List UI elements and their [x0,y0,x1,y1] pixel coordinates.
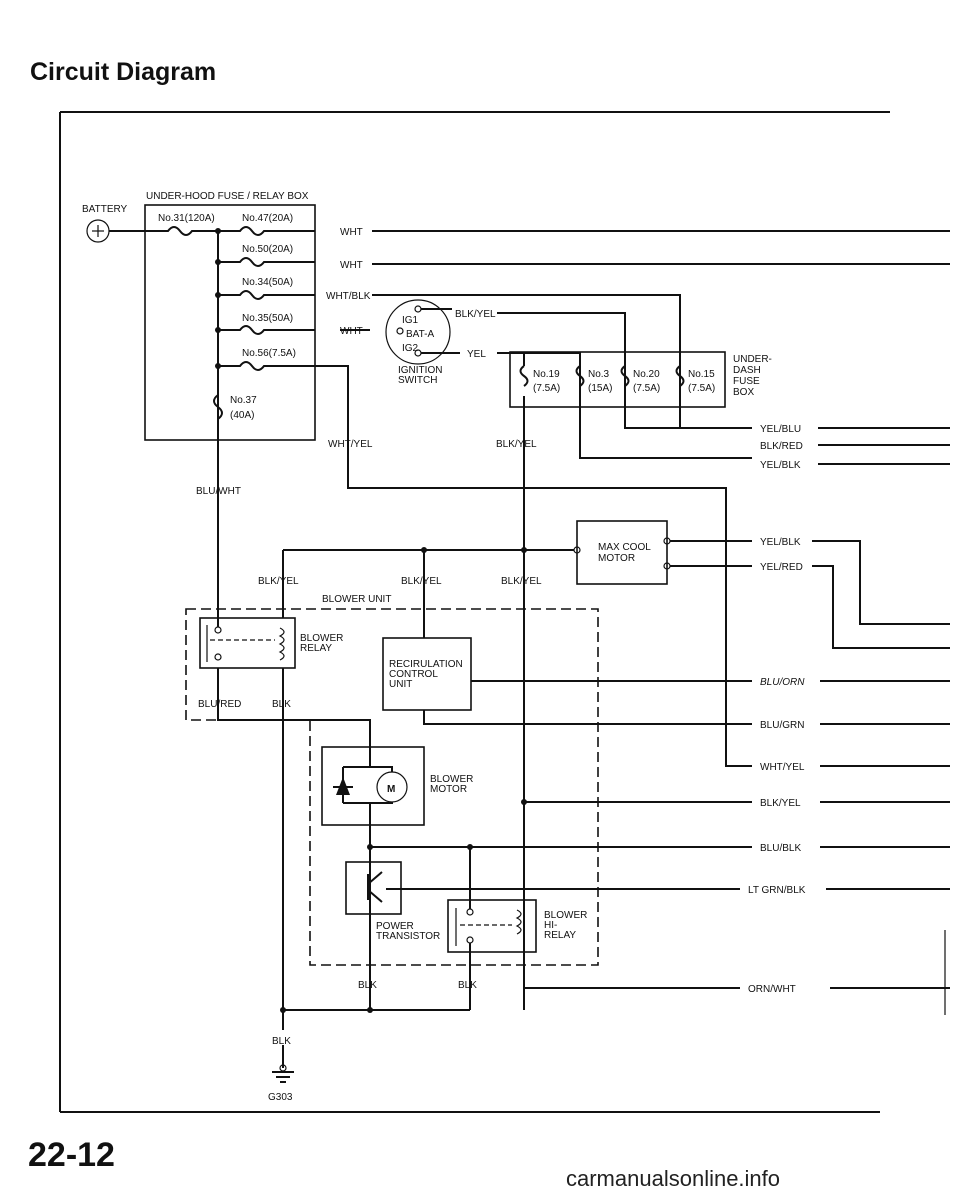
fuse-20-rating: (7.5A) [633,383,660,394]
fuse-15-label: No.15 [688,369,715,380]
wire-blu-wht: BLU/WHT [196,486,241,497]
wire-blk-4: BLK [272,1036,291,1047]
bat-a-label: BAT-A [406,329,434,340]
wire-blu-grn: BLU/GRN [760,720,804,731]
power-transistor-label-2: TRANSISTOR [376,931,440,942]
fuse-3-rating: (15A) [588,383,612,394]
max-cool-label-2: MOTOR [598,553,635,564]
ig1-label: IG1 [402,315,419,326]
blower-relay [199,470,371,1030]
hi-relay-label-1: BLOWER [544,910,587,921]
right-output-wires [812,427,950,1015]
wire-wht-yel-2: WHT/YEL [760,762,805,773]
under-dash-label-3: FUSE [733,376,760,387]
under-dash-fuses [519,352,685,1010]
blower-unit-label: BLOWER UNIT [322,594,391,605]
ignition-switch-label-1: IGNITION [398,365,442,376]
under-dash-fuse-box [509,351,726,408]
wire-lt-grn-blk: LT GRN/BLK [748,885,806,896]
wire-orn-wht: ORN/WHT [748,984,796,995]
blower-unit-box [185,608,599,966]
hi-relay-label-3: RELAY [544,930,576,941]
fuse-50-label: No.50(20A) [242,244,293,255]
main-feed-wires [340,230,950,767]
wire-wht-2: WHT [340,260,363,271]
ground-g303-label: G303 [268,1092,293,1103]
ig2-label: IG2 [402,343,419,354]
recirculation-control-unit [382,550,752,725]
power-transistor-label-1: POWER [376,921,414,932]
fuse-15-rating: (7.5A) [688,383,715,394]
under-hood-fuse-wiring [145,226,349,470]
wire-yel-red: YEL/RED [760,562,803,573]
wire-blu-orn: BLU/ORN [760,677,805,688]
battery-label: BATTERY [82,204,128,215]
wire-blk-red: BLK/RED [760,441,803,452]
under-dash-label-1: UNDER- [733,354,772,365]
blower-relay-label-1: BLOWER [300,633,343,644]
wire-wht-yel-1: WHT/YEL [328,439,373,450]
diagram-labels: BATTERY UNDER-HOOD FUSE / RELAY BOX No.3… [82,191,806,1103]
wire-wht-1: WHT [340,227,363,238]
fuse-47-label: No.47(20A) [242,213,293,224]
hi-relay-label-2: HI- [544,920,557,931]
under-hood-box-label: UNDER-HOOD FUSE / RELAY BOX [146,191,309,202]
fuse-19-rating: (7.5A) [533,383,560,394]
fuse-37-rating: (40A) [230,410,254,421]
wire-blk-3: BLK [458,980,477,991]
recirc-label-2: CONTROL [389,669,438,680]
wire-blu-red: BLU/RED [198,699,241,710]
max-cool-label-1: MAX COOL [598,542,651,553]
page-number: 22-12 [28,1136,115,1174]
wire-wht-3: WHT [340,326,363,337]
blower-hi-relay [447,847,740,989]
ignition-switch-label-2: SWITCH [398,375,437,386]
recirc-label-1: RECIRULATION [389,659,463,670]
wire-yel-blk-2: YEL/BLK [760,537,801,548]
recirc-label-3: UNIT [389,679,412,690]
wire-blk-yel-a: BLK/YEL [258,576,299,587]
wire-blk-yel-right: BLK/YEL [760,798,801,809]
fuse-20-label: No.20 [633,369,660,380]
max-cool-motor [283,520,752,585]
blower-relay-label-2: RELAY [300,643,332,654]
watermark-text: carmanualsonline.info [566,1166,781,1191]
fuse-34-label: No.34(50A) [242,277,293,288]
wire-blk-yel-top: BLK/YEL [455,309,496,320]
wire-blk-yel-mid: BLK/YEL [496,439,537,450]
fuse-35-label: No.35(50A) [242,313,293,324]
wire-blk-yel-c: BLK/YEL [501,576,542,587]
blower-motor-label-1: BLOWER [430,774,473,785]
under-dash-label-4: BOX [733,387,754,398]
battery-symbol [86,219,145,243]
power-transistor [345,844,752,915]
fuse-31-label: No.31(120A) [158,213,215,224]
fuse-3-label: No.3 [588,369,610,380]
wire-yel: YEL [467,349,486,360]
wire-yel-blu: YEL/BLU [760,424,801,435]
fuse-37-label: No.37 [230,395,257,406]
page-frame [59,111,890,1113]
blower-motor [321,746,752,1010]
fuse-19-label: No.19 [533,369,560,380]
wire-wht-blk: WHT/BLK [326,291,371,302]
wire-blk-yel-b: BLK/YEL [401,576,442,587]
wire-yel-blk-1: YEL/BLK [760,460,801,471]
wire-blu-blk: BLU/BLK [760,843,801,854]
under-hood-fuse-box [144,204,316,441]
under-dash-label-2: DASH [733,365,761,376]
fuse-56-label: No.56(7.5A) [242,348,296,359]
wire-blk-2: BLK [358,980,377,991]
ground-symbol [272,943,471,1083]
wire-blk-1: BLK [272,699,291,710]
page-title: Circuit Diagram [30,58,217,86]
blower-motor-label-2: MOTOR [430,784,467,795]
motor-symbol-m: M [387,784,395,795]
